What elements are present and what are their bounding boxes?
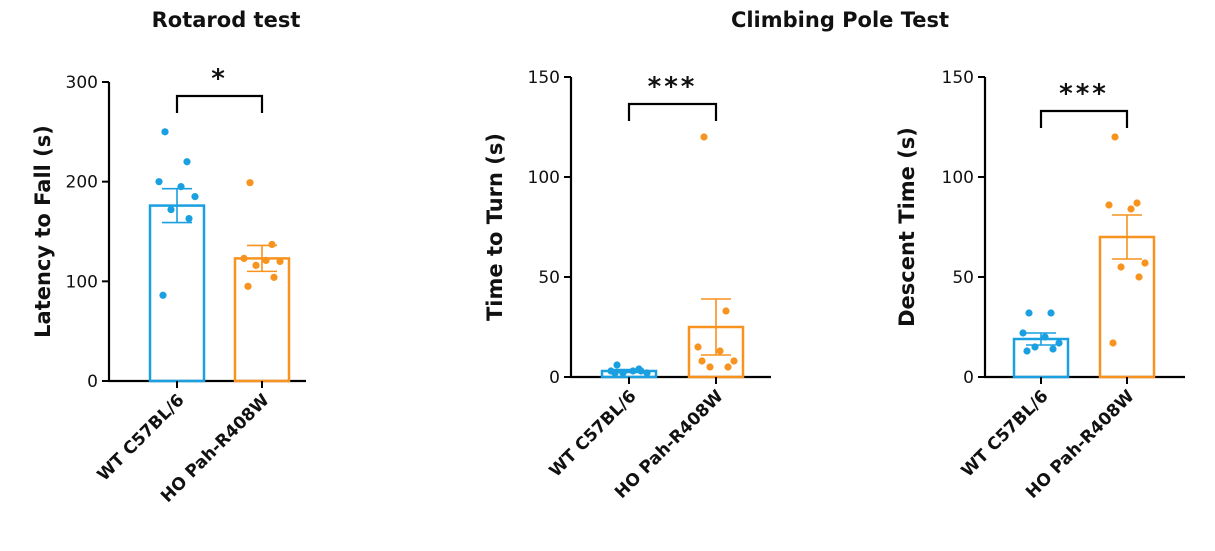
chart3-y-tick-label: 150 — [942, 68, 974, 88]
chart1-y-axis-label: Latency to Fall (s) — [31, 125, 55, 338]
chart2-y-axis-label: Time to Turn (s) — [483, 133, 507, 321]
chart1-point — [268, 240, 276, 249]
chart1-point — [167, 205, 175, 214]
rotarod-heading: Rotarod test — [151, 8, 301, 32]
chart3-point — [1127, 205, 1135, 213]
chart2-point — [694, 343, 702, 351]
chart1-point — [161, 128, 169, 136]
chart1-point — [159, 291, 167, 299]
chart3-point — [1019, 329, 1027, 337]
chart2-point — [722, 307, 730, 315]
chart3-significance-label: *** — [1059, 79, 1109, 109]
chart1-y-tick-label: 300 — [66, 73, 98, 93]
chart1-y-tick-label: 100 — [66, 272, 98, 292]
chart2-significance-bracket — [627, 102, 718, 121]
chart1-point — [270, 273, 278, 281]
chart2-significance-label: *** — [648, 72, 698, 102]
chart3-point — [1117, 263, 1125, 271]
chart1-bar-1 — [148, 204, 206, 383]
chart3-point — [1025, 309, 1033, 317]
chart1-point — [276, 257, 284, 265]
chart2-point — [643, 369, 651, 377]
chart3-point — [1049, 345, 1057, 353]
chart2-point — [700, 133, 708, 141]
chart2-y-tick-label: 50 — [538, 268, 560, 288]
chart3-point — [1055, 339, 1063, 347]
chart3-category-label: WT C57BL/6 — [958, 386, 1053, 481]
chart3-point — [1111, 133, 1119, 141]
chart1-point — [155, 178, 163, 186]
chart1-point — [246, 179, 254, 187]
chart3-point — [1133, 199, 1141, 207]
chart1-point — [185, 214, 193, 223]
chart2-point — [613, 361, 621, 369]
chart3-point — [1135, 273, 1143, 281]
chart1-point — [240, 254, 248, 263]
chart2-category-label: WT C57BL/6 — [546, 386, 641, 481]
chart2-point — [698, 357, 706, 365]
chart1-point — [191, 193, 199, 201]
chart2-point — [716, 347, 724, 355]
chart3-y-axis-label: Descent Time (s) — [895, 127, 919, 327]
chart3-y-tick-label: 50 — [952, 268, 974, 288]
chart1-significance-label: * — [211, 64, 228, 94]
chart3-point — [1109, 339, 1117, 347]
chart1-point — [244, 282, 252, 290]
chart2-point — [706, 363, 714, 371]
chart1-point — [252, 261, 260, 269]
chart2-y-tick-label: 150 — [528, 68, 560, 88]
chart3-point — [1023, 347, 1031, 355]
chart1-category-label: WT C57BL/6 — [94, 390, 189, 485]
chart3-y-tick-label: 100 — [942, 168, 974, 188]
chart3-significance-bracket — [1039, 109, 1129, 128]
chart2-y-tick-label: 100 — [528, 168, 560, 188]
chart1-y-tick-label: 200 — [66, 173, 98, 193]
chart1-bar-2 — [233, 257, 291, 383]
chart1-y-tick-label: 0 — [87, 372, 98, 392]
chart3-point — [1047, 309, 1055, 317]
chart3-point — [1141, 259, 1149, 267]
chart1-significance-bracket — [175, 94, 264, 113]
chart2-y-tick-label: 0 — [549, 368, 560, 388]
chart2-point — [724, 363, 732, 371]
chart3-y-tick-label: 0 — [963, 368, 974, 388]
chart2-point — [730, 357, 738, 365]
chart3-point — [1105, 201, 1113, 209]
climbing-pole-heading: Climbing Pole Test — [730, 8, 950, 32]
chart1-point — [183, 158, 191, 166]
